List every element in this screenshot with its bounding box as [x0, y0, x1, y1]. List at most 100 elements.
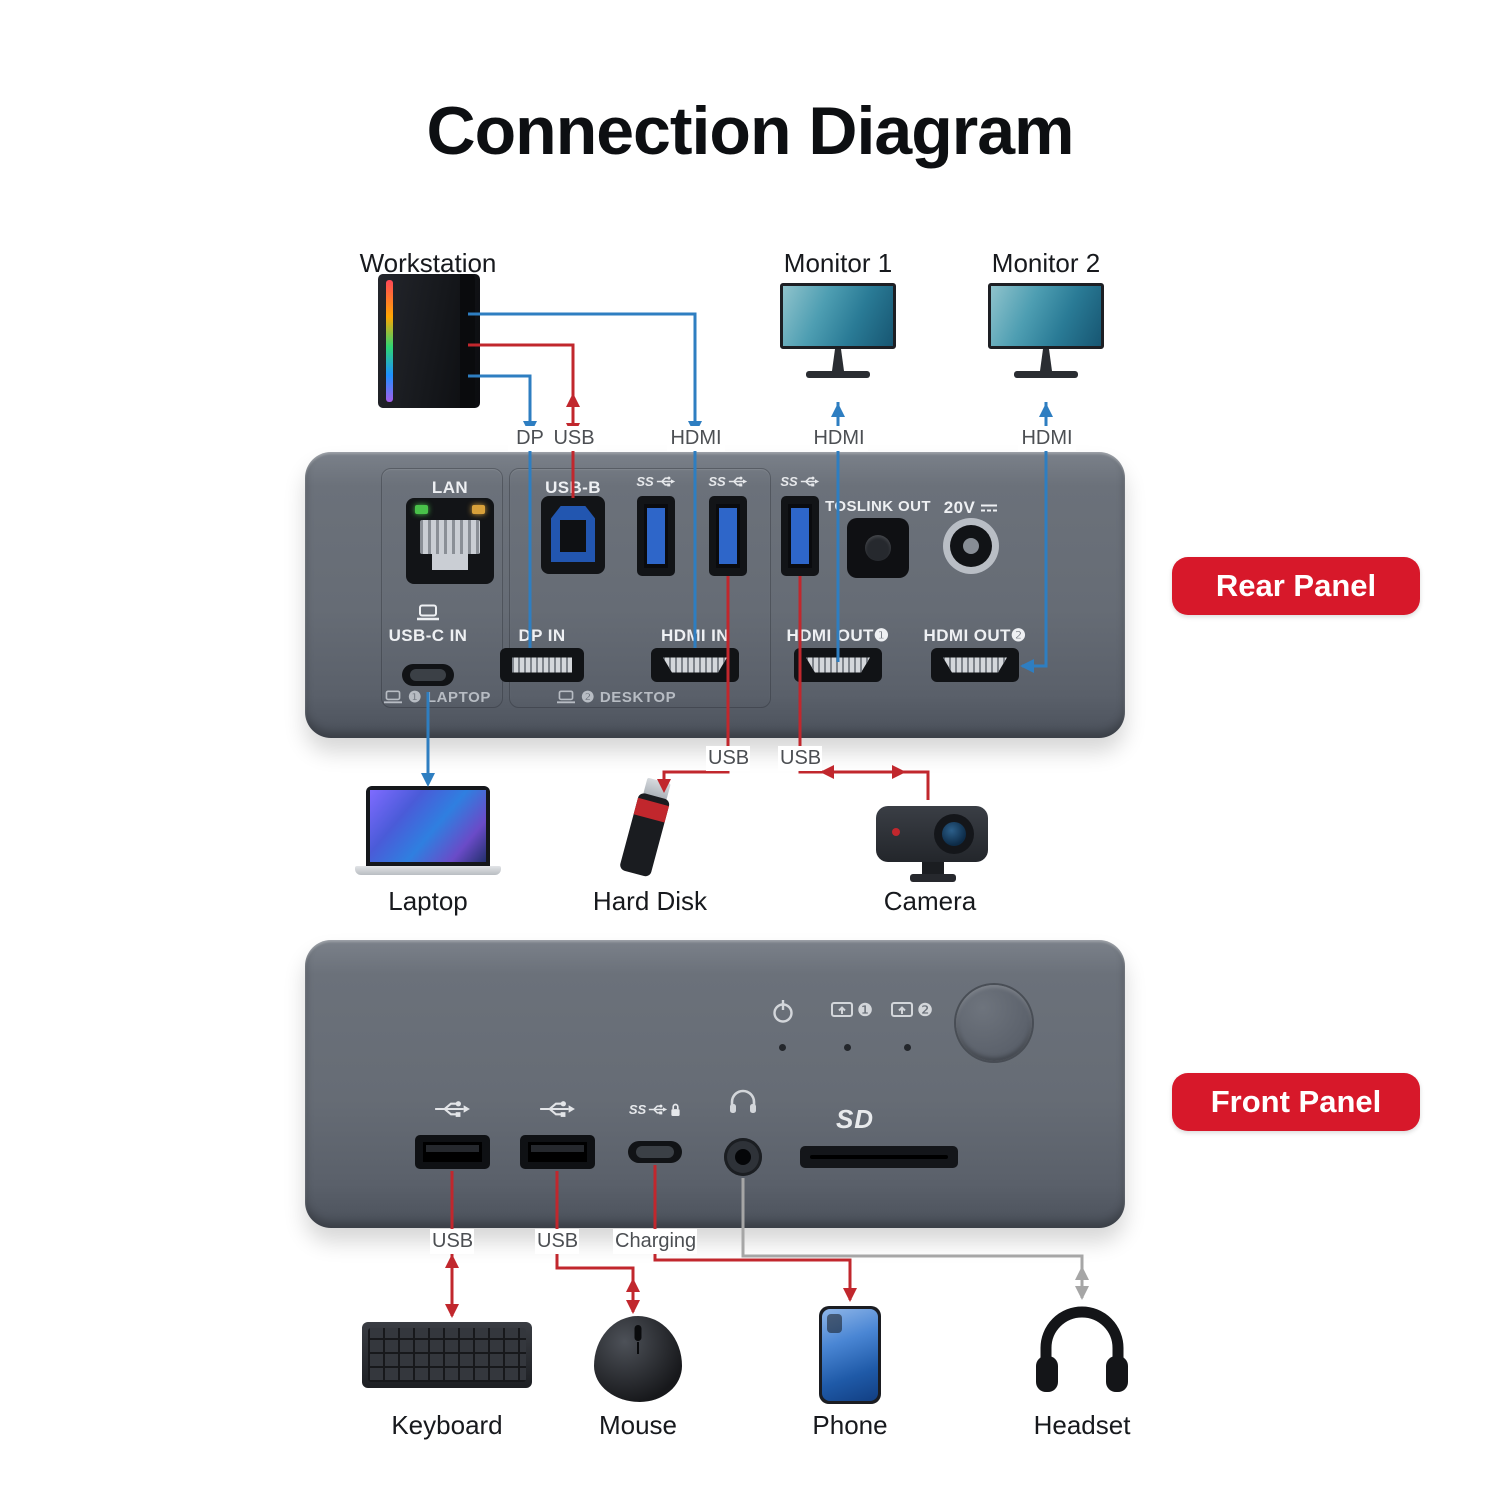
headset-graphic: [1036, 1306, 1128, 1392]
front-usb-a-port-1: [415, 1135, 490, 1169]
front-usb-a-port-2: [520, 1135, 595, 1169]
display2-indicator-icon: ❷: [890, 1000, 933, 1021]
laptop-screen: [370, 790, 486, 862]
harddisk-image: [612, 777, 702, 886]
arrow-mouse-down: [626, 1300, 640, 1314]
mode-button: [956, 985, 1032, 1061]
monitor-base: [806, 371, 870, 378]
display-icon: [831, 1002, 853, 1017]
keyboard-keys: [368, 1328, 526, 1382]
arrow-mouse-up: [626, 1278, 640, 1292]
host2-desktop-tag: ❷ DESKTOP: [557, 688, 676, 706]
arrow-keyboard-up: [445, 1254, 459, 1268]
dc-power-icon: [981, 504, 998, 512]
indicator1-number: ❶: [857, 1000, 874, 1020]
power-voltage-text: 20V: [943, 498, 976, 517]
cable-label-hdmi-ws: HDMI: [667, 426, 725, 451]
usb-a-port-1: [637, 496, 675, 576]
ss-usb-icon: SS: [706, 474, 750, 489]
mouse-caption: Mouse: [598, 1410, 678, 1440]
lan-led-green: [415, 505, 428, 514]
monitor-base: [1014, 371, 1078, 378]
rear-panel-badge: Rear Panel: [1172, 557, 1420, 615]
display2-led: [904, 1044, 911, 1051]
page-title: Connection Diagram: [426, 93, 1075, 169]
keyboard-image: [362, 1322, 532, 1388]
arrow-headset-up: [1075, 1266, 1089, 1280]
cable-label-dp: DP: [508, 426, 552, 451]
cable-label-hdmi-m1: HDMI: [810, 426, 868, 451]
indicator2-number: ❷: [917, 1000, 934, 1020]
hdmi-in-port-label: HDMI IN: [661, 626, 729, 645]
phone-image: [819, 1306, 881, 1404]
host1-tag-text: ❶ LAPTOP: [408, 689, 491, 706]
phone-caption: Phone: [812, 1410, 888, 1440]
rgb-strip: [386, 280, 393, 402]
usb-a-port-3: [781, 496, 819, 576]
camera-led: [892, 828, 900, 836]
usb-tongue: [791, 508, 809, 564]
jack-hole: [735, 1149, 751, 1165]
monitor1-label: Monitor 1: [783, 248, 893, 278]
mouse-image: [594, 1316, 682, 1402]
ss-text: SS: [636, 474, 654, 489]
monitor-neck: [832, 349, 844, 371]
power-port-label: 20V: [936, 498, 1006, 518]
cable-label-usb: USB: [551, 426, 597, 451]
dc-pin: [963, 538, 979, 554]
mouse-wheel: [634, 1325, 642, 1341]
hdmi-out2-port-label: HDMI OUT❷: [923, 626, 1027, 645]
front-panel-badge: Front Panel: [1172, 1073, 1420, 1131]
arrow-keyboard-down: [445, 1304, 459, 1318]
phone-camera-module: [827, 1314, 842, 1333]
front-usb-c-port: [628, 1141, 682, 1163]
headphone-icon: [730, 1089, 756, 1113]
usb-tongue: [426, 1145, 479, 1152]
usb-tongue: [719, 508, 737, 564]
power-icon: [773, 1000, 793, 1023]
usb-c-in-port-label: USB-C IN: [388, 626, 468, 645]
monitor2-image: [988, 283, 1104, 401]
lan-port-label: LAN: [431, 478, 469, 497]
ss-text: SS: [708, 474, 726, 489]
usb-trident-icon: [649, 1104, 668, 1115]
usb-trident-icon: [728, 476, 747, 487]
monitor-screen: [988, 283, 1104, 349]
usb-c-in-port: [402, 664, 454, 686]
lan-contacts: [420, 520, 480, 554]
workstation-side: [460, 274, 475, 408]
sd-card-slot: [800, 1146, 958, 1168]
usb-tongue: [647, 508, 665, 564]
camera-base: [910, 874, 956, 882]
hdmi-out2-port: [931, 648, 1019, 682]
host2-tag-text: ❷ DESKTOP: [581, 689, 677, 706]
display1-indicator-icon: ❶: [830, 1000, 873, 1021]
monitor1-image: [780, 283, 896, 401]
laptop-base: [355, 866, 501, 875]
hdmi-inner: [943, 657, 1007, 673]
toslink-port-label: TOSLINK OUT: [825, 498, 931, 515]
dp-in-port: [500, 648, 584, 682]
arrow-camera-right: [892, 765, 906, 779]
usb-trident-icon: [800, 476, 819, 487]
laptop-screen-bezel: [366, 786, 490, 866]
ss-text: SS: [780, 474, 798, 489]
ss-usb-charging-icon: SS: [623, 1102, 687, 1117]
usb-b-port-label: USB-B: [545, 478, 601, 497]
sd-logo: SD: [835, 1104, 875, 1134]
toslink-lens: [865, 535, 891, 561]
arrow-headset-down: [1075, 1286, 1089, 1300]
arrow-usbb-up: [566, 393, 580, 407]
hdmi-out1-port: [794, 648, 882, 682]
cable-label-hdmi-m2: HDMI: [1018, 426, 1076, 451]
camera-mount: [922, 862, 944, 875]
usb-b-slot: [560, 520, 586, 552]
monitor-neck: [1040, 349, 1052, 371]
laptop-caption: Laptop: [388, 886, 468, 916]
display1-led: [844, 1044, 851, 1051]
camera-lens: [942, 822, 966, 846]
harddisk-caption: Hard Disk: [592, 886, 708, 916]
arrow-phone-down: [843, 1288, 857, 1302]
